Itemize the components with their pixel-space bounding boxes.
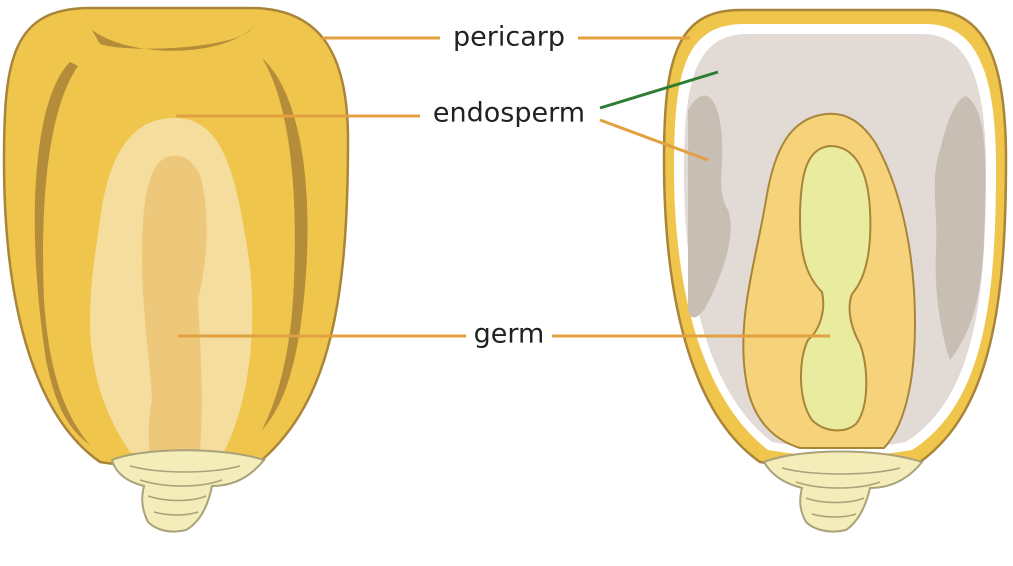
label-pericarp: pericarp: [449, 23, 569, 51]
leader-endosperm-green: [599, 70, 719, 110]
label-endosperm: endosperm: [428, 99, 590, 127]
section-endosperm-shadow-right: [934, 96, 986, 360]
section-kernel: [662, 8, 1008, 533]
section-germ-inner: [798, 144, 872, 432]
label-germ: germ: [469, 320, 549, 348]
section-endosperm-shadow-left: [688, 95, 731, 318]
leader-endosperm-orange: [599, 118, 709, 162]
whole-kernel-germ: [142, 155, 207, 452]
whole-kernel: [2, 6, 350, 533]
whole-kernel-tip-cap: [110, 449, 266, 533]
whole-kernel-top-ridge: [92, 28, 252, 51]
whole-kernel-left-groove: [34, 62, 90, 445]
section-tip-cap: [762, 450, 924, 533]
leader-lines: [176, 36, 830, 338]
